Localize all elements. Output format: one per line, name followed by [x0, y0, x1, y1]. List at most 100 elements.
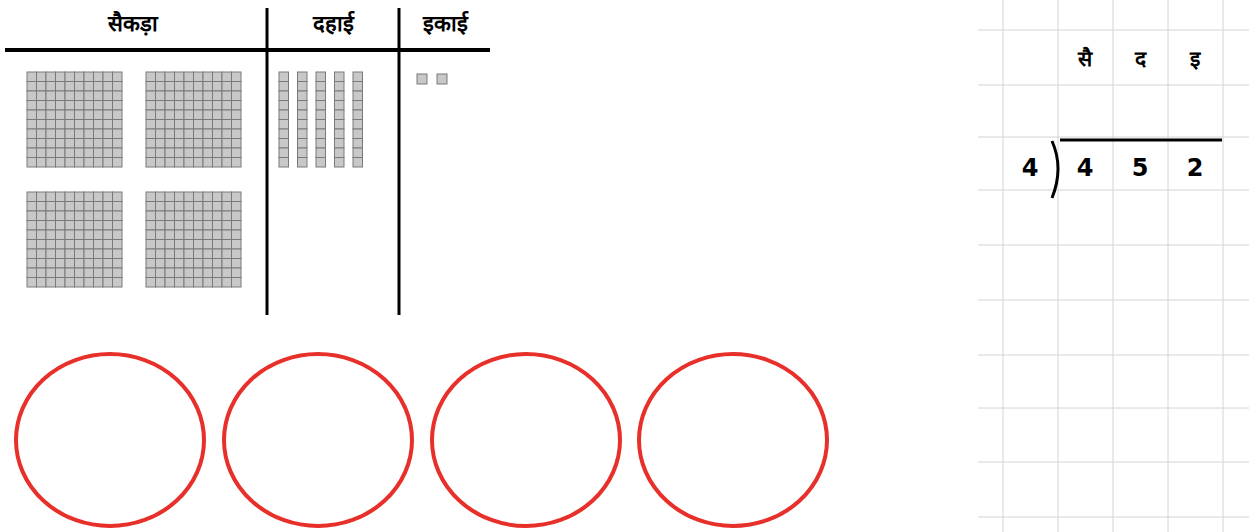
block-cell — [184, 110, 194, 120]
block-cell — [203, 240, 213, 250]
block-cell — [335, 129, 345, 139]
grid-line — [978, 517, 1249, 518]
block-cell — [184, 139, 194, 149]
block-cell — [316, 101, 326, 111]
block-cell — [156, 211, 166, 221]
ten-rod — [316, 72, 326, 167]
block-cell — [46, 268, 56, 278]
group-circle — [432, 354, 620, 526]
block-cell — [203, 259, 213, 269]
block-cell — [194, 249, 204, 259]
block-cell — [94, 211, 104, 221]
block-cell — [84, 72, 94, 82]
block-cell — [213, 268, 223, 278]
block-cell — [156, 120, 166, 130]
block-cell — [232, 268, 242, 278]
block-cell — [75, 192, 85, 202]
block-cell — [94, 139, 104, 149]
block-cell — [316, 158, 326, 168]
block-cell — [46, 230, 56, 240]
block-cell — [279, 158, 289, 168]
block-cell — [184, 211, 194, 221]
block-cell — [103, 158, 113, 168]
block-cell — [175, 249, 185, 259]
block-cell — [156, 139, 166, 149]
block-cell — [279, 139, 289, 149]
block-cell — [65, 110, 75, 120]
block-cell — [146, 72, 156, 82]
block-cell — [65, 101, 75, 111]
hundred-block — [27, 192, 122, 287]
block-cell — [213, 158, 223, 168]
block-cell — [56, 249, 66, 259]
block-cell — [146, 101, 156, 111]
block-cell — [335, 139, 345, 149]
block-cell — [232, 230, 242, 240]
block-cell — [94, 202, 104, 212]
block-cell — [146, 139, 156, 149]
block-cell — [203, 211, 213, 221]
block-cell — [232, 259, 242, 269]
block-cell — [146, 202, 156, 212]
block-cell — [84, 202, 94, 212]
block-cell — [213, 278, 223, 288]
block-cell — [156, 82, 166, 92]
block-cell — [232, 202, 242, 212]
block-cell — [113, 221, 123, 231]
block-cell — [213, 211, 223, 221]
block-cell — [94, 278, 104, 288]
block-cell — [84, 139, 94, 149]
block-cell — [184, 120, 194, 130]
block-cell — [222, 139, 232, 149]
hundred-block — [27, 72, 122, 167]
block-cell — [46, 278, 56, 288]
block-cell — [213, 202, 223, 212]
block-cell — [222, 158, 232, 168]
column-header: दहाई — [313, 12, 354, 36]
block-cell — [156, 240, 166, 250]
block-cell — [165, 278, 175, 288]
block-cell — [335, 158, 345, 168]
block-cell — [27, 129, 37, 139]
grid-line — [978, 408, 1249, 409]
block-cell — [37, 230, 47, 240]
block-cell — [146, 268, 156, 278]
block-cell — [56, 202, 66, 212]
block-cell — [94, 101, 104, 111]
block-cell — [65, 240, 75, 250]
block-cell — [37, 278, 47, 288]
grid-line — [1223, 0, 1224, 532]
block-cell — [298, 91, 308, 101]
block-cell — [113, 110, 123, 120]
block-cell — [184, 268, 194, 278]
block-cell — [46, 129, 56, 139]
block-cell — [94, 110, 104, 120]
block-cell — [113, 192, 123, 202]
block-cell — [37, 221, 47, 231]
block-cell — [56, 120, 66, 130]
block-cell — [75, 249, 85, 259]
block-cell — [165, 230, 175, 240]
block-cell — [222, 221, 232, 231]
block-cell — [27, 110, 37, 120]
block-cell — [184, 158, 194, 168]
block-cell — [213, 249, 223, 259]
block-cell — [194, 129, 204, 139]
block-cell — [56, 192, 66, 202]
block-cell — [279, 110, 289, 120]
block-cell — [213, 148, 223, 158]
block-cell — [316, 148, 326, 158]
block-cell — [165, 82, 175, 92]
block-cell — [37, 202, 47, 212]
block-cell — [165, 139, 175, 149]
block-cell — [213, 230, 223, 240]
block-cell — [46, 240, 56, 250]
block-cell — [165, 148, 175, 158]
block-cell — [175, 202, 185, 212]
block-cell — [56, 211, 66, 221]
block-cell — [75, 91, 85, 101]
block-cell — [184, 278, 194, 288]
block-cell — [203, 278, 213, 288]
block-cell — [175, 72, 185, 82]
block-cell — [156, 202, 166, 212]
